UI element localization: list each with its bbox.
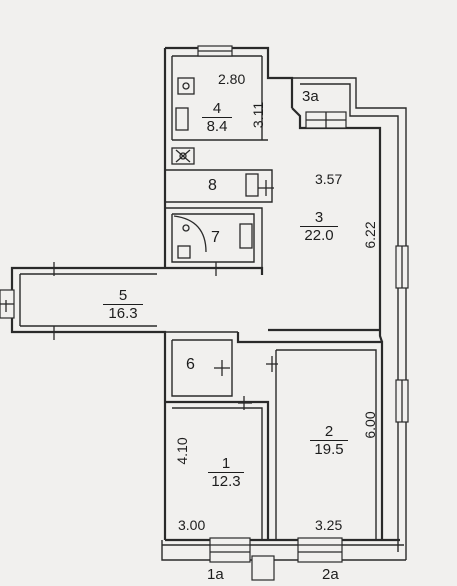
room-2-area: 19.5 <box>310 439 348 458</box>
room-2-number: 2 <box>324 423 334 440</box>
room-1-area: 12.3 <box>208 471 244 490</box>
toilet-fixture <box>177 77 195 95</box>
dim-room2-width: 3.25 <box>315 517 343 533</box>
door-swing-room7 <box>173 215 207 253</box>
room-5-area: 16.3 <box>103 303 143 322</box>
fixtures <box>5 77 278 410</box>
window-room1 <box>209 537 251 563</box>
room-4-number: 4 <box>212 100 222 117</box>
balcony-3a-label: 3а <box>302 88 319 105</box>
interior-walls <box>165 55 377 540</box>
room-5-label: 5 16.3 <box>103 288 143 322</box>
room-4-label: 4 8.4 <box>202 101 232 135</box>
dim-room4-depth: 3.11 <box>250 101 266 129</box>
sink-fixture <box>171 147 195 165</box>
dim-room3-width: 3.57 <box>315 171 343 187</box>
room-8-number: 8 <box>208 177 217 194</box>
window-room2-bottom <box>297 537 343 563</box>
dim-room3-depth: 6.22 <box>362 221 378 249</box>
dim-room2-depth: 6.00 <box>362 411 378 439</box>
dim-room4-width: 2.80 <box>218 71 246 87</box>
balcony-1a-label: 1а <box>207 566 224 583</box>
room-6-number: 6 <box>186 356 195 373</box>
room-3-label: 3 22.0 <box>300 210 338 244</box>
room-3-area: 22.0 <box>300 225 338 244</box>
room-5-number: 5 <box>118 287 128 304</box>
room-1-number: 1 <box>221 455 231 472</box>
room-2-label: 2 19.5 <box>310 424 348 458</box>
balcony-2a-label: 2а <box>322 566 339 583</box>
room-3-number: 3 <box>314 209 324 226</box>
windows <box>0 45 409 581</box>
room-4-area: 8.4 <box>202 116 232 135</box>
dim-room1-depth: 4.10 <box>174 437 190 465</box>
dim-room1-width: 3.00 <box>178 517 206 533</box>
room-1-label: 1 12.3 <box>208 456 244 490</box>
bottom-pillar <box>251 555 275 581</box>
room-7-number: 7 <box>211 229 220 246</box>
